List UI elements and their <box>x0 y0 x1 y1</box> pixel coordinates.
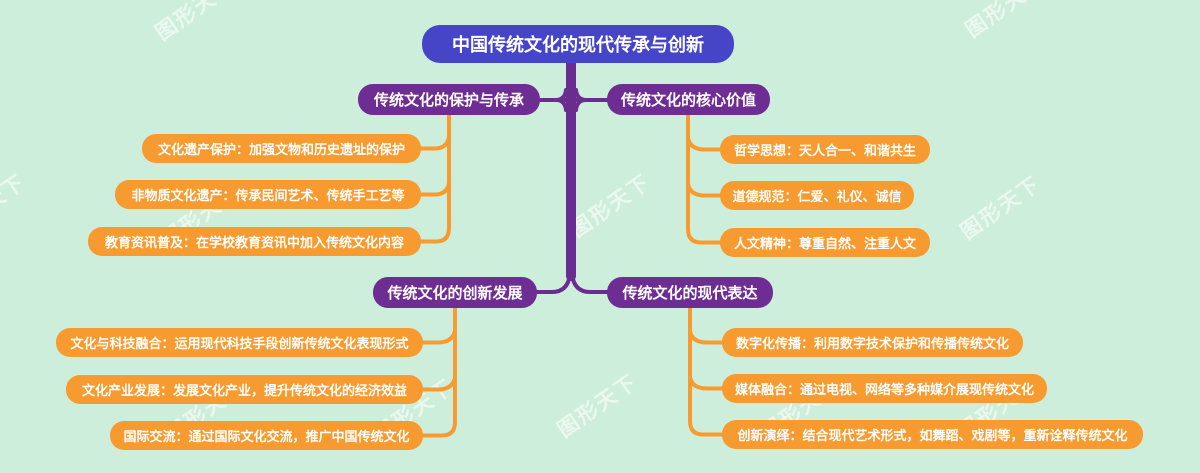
root-topic[interactable]: 中国传统文化的现代传承与创新 <box>422 25 734 63</box>
subtopic-node[interactable]: 国际交流：通过国际文化交流，推广中国传统文化 <box>110 421 423 450</box>
subtopic-node[interactable]: 哲学思想：天人合一、和谐共生 <box>720 135 930 164</box>
subtopic-node[interactable]: 数字化传播：利用数字技术保护和传播传统文化 <box>722 328 1023 357</box>
subtopic-node[interactable]: 文化遗产保护：加强文物和历史遗址的保护 <box>142 134 421 163</box>
subtopic-node[interactable]: 非物质文化遗产：传承民间艺术、传统手工艺等 <box>115 180 421 209</box>
child-connector <box>686 182 722 198</box>
branch-topic-modern-expression[interactable]: 传统文化的现代表达 <box>607 277 773 308</box>
child-connector <box>686 136 722 152</box>
subtopic-node[interactable]: 人文精神：尊重自然、注重人文 <box>720 228 930 257</box>
branch-topic-core-values[interactable]: 传统文化的核心价值 <box>607 84 770 115</box>
branch-topic-protection[interactable]: 传统文化的保护与传承 <box>358 84 540 115</box>
child-connector <box>419 181 451 197</box>
subtopic-node[interactable]: 文化产业发展：发展文化产业，提升传统文化的经济效益 <box>66 375 423 404</box>
subtopic-node[interactable]: 道德规范：仁爱、礼仪、诚信 <box>720 181 914 210</box>
bottom-right-branch-connector <box>570 272 609 294</box>
child-connector <box>419 135 451 151</box>
subtopic-node[interactable]: 教育资讯普及：在学校教育资讯中加入传统文化内容 <box>88 227 421 256</box>
subtopic-node[interactable]: 文化与科技融合：运用现代科技手段创新传统文化表现形式 <box>56 328 423 357</box>
bottom-left-branch-connector <box>535 272 572 294</box>
trunk-fillet <box>574 98 588 112</box>
child-connector <box>688 304 724 437</box>
branch-topic-innovation[interactable]: 传统文化的创新发展 <box>373 277 537 308</box>
child-connector <box>686 111 722 245</box>
child-connector <box>421 304 457 438</box>
subtopic-node[interactable]: 媒体融合：通过电视、网络等多种媒介展现传统文化 <box>722 374 1047 403</box>
child-connector <box>688 375 724 391</box>
subtopic-node[interactable]: 创新演绎：结合现代艺术形式，如舞蹈、戏剧等，重新诠释传统文化 <box>722 420 1143 449</box>
child-connector <box>688 329 724 345</box>
trunk-fillet <box>554 98 568 112</box>
child-connector <box>421 329 457 345</box>
child-connector <box>419 111 451 244</box>
child-connector <box>421 376 457 392</box>
